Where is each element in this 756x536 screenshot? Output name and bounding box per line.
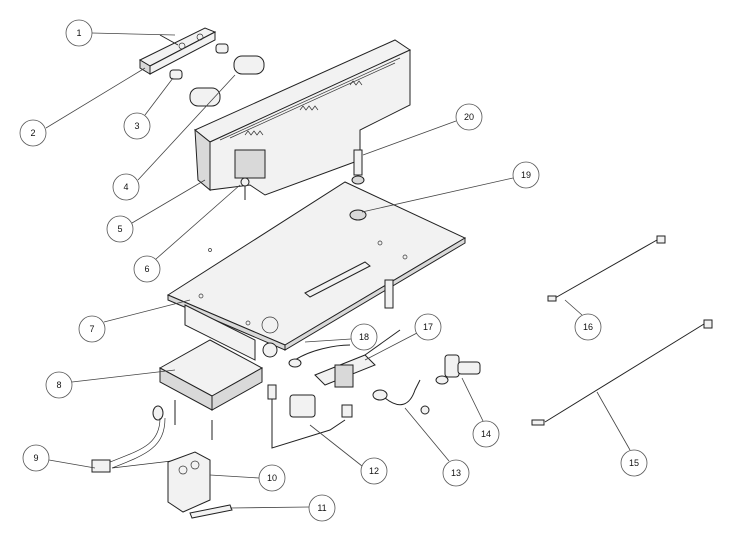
svg-text:3: 3 (134, 121, 139, 131)
svg-text:6: 6 (144, 264, 149, 274)
part-electrode (189, 504, 233, 519)
callout-12: 12 (360, 457, 388, 485)
svg-text:11: 11 (317, 503, 326, 513)
part-burner-assembly (194, 39, 412, 200)
callout-11: 11 (308, 494, 336, 522)
part-post (351, 149, 365, 185)
svg-text:17: 17 (423, 322, 433, 332)
svg-text:1: 1 (76, 28, 81, 38)
part-battery-holder (167, 400, 213, 513)
part-base-plate (166, 181, 467, 361)
svg-text:10: 10 (267, 473, 277, 483)
callout-9: 9 (22, 444, 50, 472)
svg-text:4: 4 (123, 182, 128, 192)
svg-text:12: 12 (369, 466, 379, 476)
part-control-box (158, 339, 264, 411)
svg-text:14: 14 (481, 429, 491, 439)
leader-lines (45, 32, 631, 509)
callout-2: 2 (19, 119, 47, 147)
callout-18: 18 (350, 323, 378, 351)
svg-text:20: 20 (464, 112, 474, 122)
svg-text:9: 9 (33, 453, 38, 463)
callout-15: 15 (620, 449, 648, 477)
svg-text:7: 7 (89, 324, 94, 334)
svg-text:5: 5 (117, 224, 122, 234)
callout-17: 17 (414, 313, 442, 341)
part-cable-long (531, 319, 713, 426)
part-fittings (169, 43, 265, 107)
svg-text:18: 18 (359, 332, 369, 342)
part-wire-harness (91, 405, 181, 473)
callout-5: 5 (106, 215, 134, 243)
callout-14: 14 (472, 420, 500, 448)
svg-text:2: 2 (30, 128, 35, 138)
part-elbow-fitting (372, 379, 430, 415)
svg-text:15: 15 (629, 458, 639, 468)
svg-text:13: 13 (451, 468, 461, 478)
part-cable-short (547, 235, 666, 302)
svg-text:8: 8 (56, 380, 61, 390)
callout-1: 1 (65, 19, 93, 47)
callout-16: 16 (574, 313, 602, 341)
part-bracket-bar (138, 27, 217, 75)
callout-3: 3 (123, 112, 151, 140)
part-tee-fitting (435, 354, 481, 385)
svg-text:16: 16 (583, 322, 593, 332)
svg-text:19: 19 (521, 170, 531, 180)
callout-10: 10 (258, 464, 286, 492)
callout-20: 20 (455, 103, 483, 131)
callout-8: 8 (45, 371, 73, 399)
part-gas-valve (267, 329, 401, 449)
callout-19: 19 (512, 161, 540, 189)
callout-13: 13 (442, 459, 470, 487)
callout-4: 4 (112, 173, 140, 201)
callout-6: 6 (133, 255, 161, 283)
callout-7: 7 (78, 315, 106, 343)
